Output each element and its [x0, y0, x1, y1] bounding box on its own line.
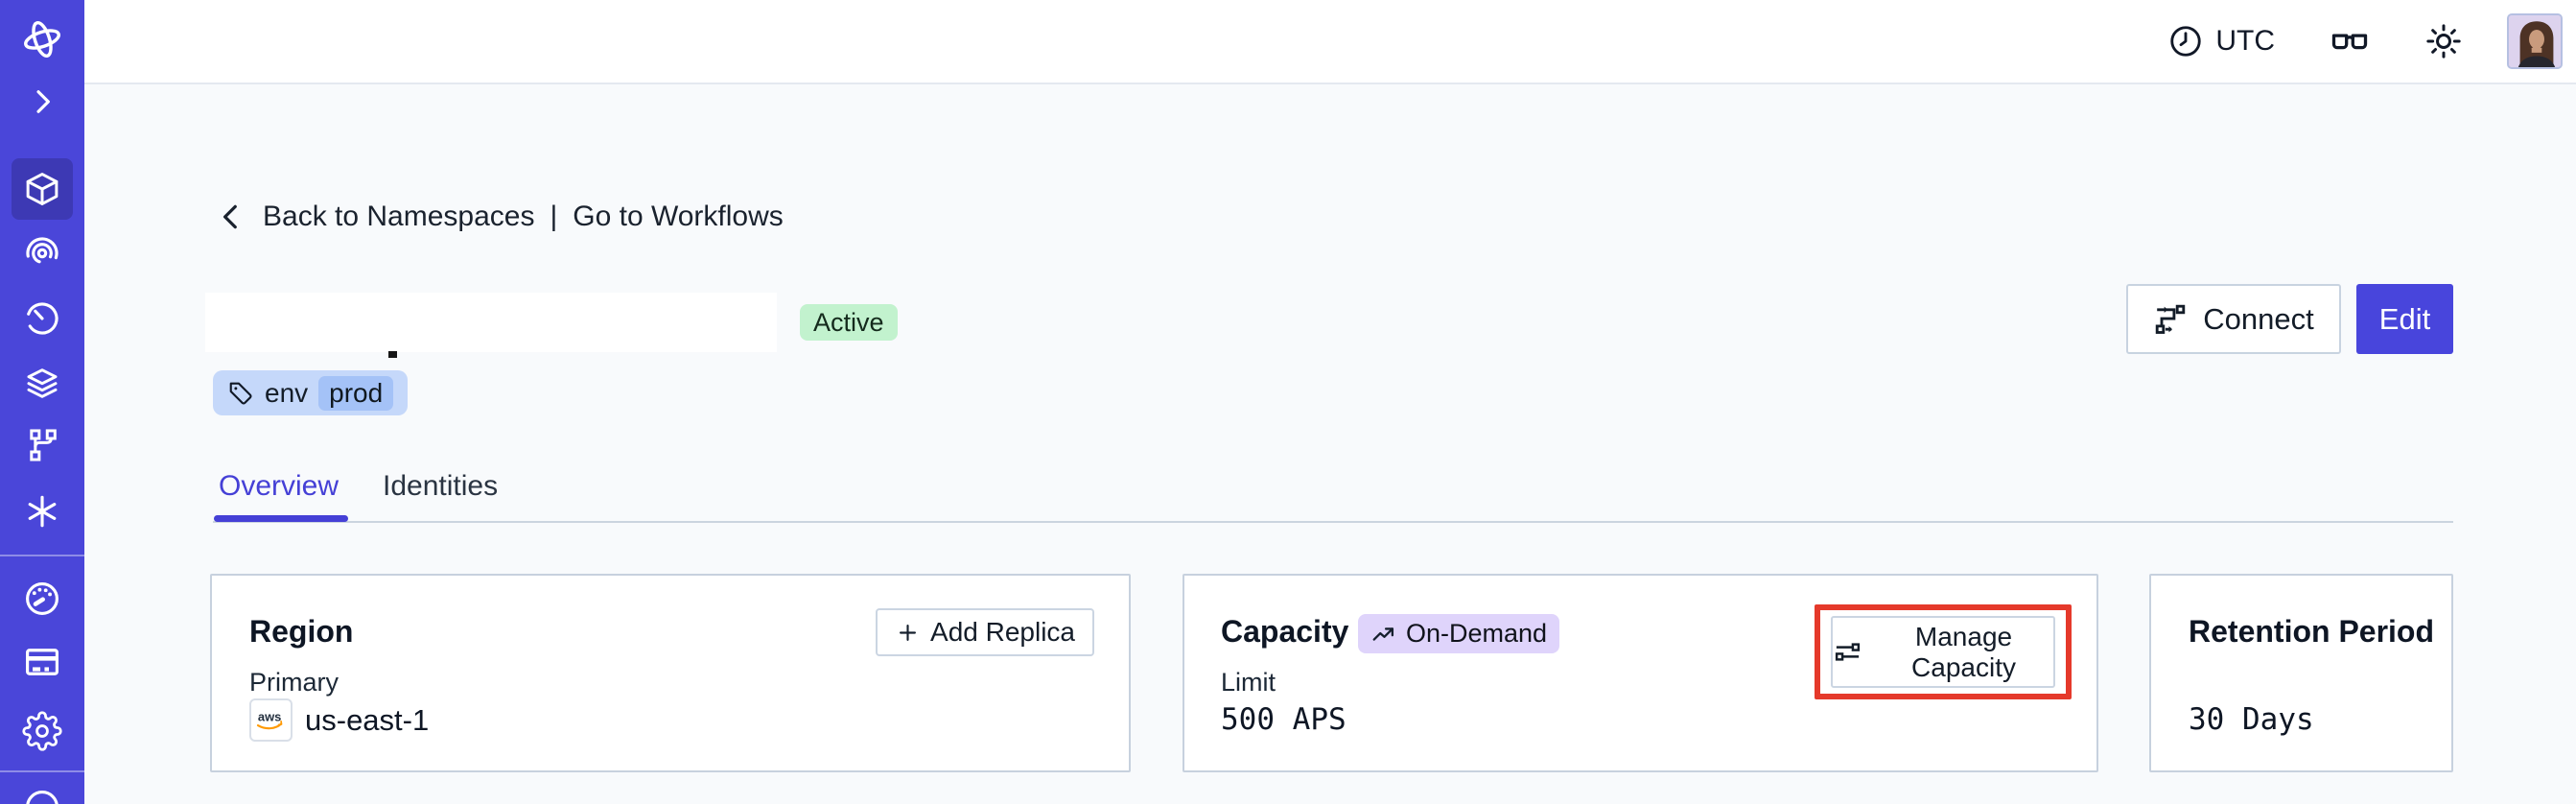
- title-remnant-dot: [388, 351, 397, 358]
- tag-key: env: [265, 377, 309, 408]
- sidebar-item-workflows[interactable]: [0, 233, 84, 273]
- retention-card-title: Retention Period: [2189, 614, 2435, 649]
- temporal-logo-icon: [14, 12, 70, 67]
- plus-icon: [895, 620, 921, 646]
- connect-button[interactable]: Connect: [2126, 284, 2341, 354]
- chevron-right-icon: [24, 83, 60, 120]
- topbar: UTC: [84, 0, 2576, 84]
- annotation-highlight-box: Manage Capacity: [1815, 604, 2072, 699]
- add-replica-label: Add Replica: [930, 617, 1075, 647]
- tag-value: prod: [318, 375, 394, 411]
- schedules-clock-icon: [22, 298, 62, 339]
- trending-up-icon: [1370, 621, 1397, 648]
- brightness-sun-icon[interactable]: [2424, 22, 2463, 60]
- limit-label: Limit: [1221, 668, 1276, 697]
- breadcrumb-workflows-link[interactable]: Go to Workflows: [573, 201, 784, 232]
- sidebar-expand-button[interactable]: [0, 81, 84, 123]
- sidebar-item-home[interactable]: [0, 15, 84, 63]
- ondemand-badge-label: On-Demand: [1406, 619, 1548, 648]
- svg-text:aws: aws: [258, 709, 281, 723]
- add-replica-button[interactable]: Add Replica: [876, 608, 1094, 656]
- sidebar-item-namespaces[interactable]: [0, 169, 84, 209]
- sliders-icon: [1833, 637, 1862, 667]
- capacity-card-title: Capacity: [1221, 614, 1349, 649]
- tag-icon: [227, 380, 254, 407]
- region-card-title: Region: [249, 614, 354, 649]
- clock-icon: [2167, 23, 2204, 59]
- limit-value: 500 APS: [1221, 702, 1347, 737]
- namespace-tag-pill[interactable]: env prod: [213, 370, 409, 415]
- primary-label: Primary: [249, 668, 339, 697]
- sidebar-item-batch-operations[interactable]: [0, 425, 84, 465]
- reader-glasses-icon[interactable]: [2329, 20, 2371, 62]
- connect-flow-icon: [2153, 302, 2188, 337]
- partial-circle-icon: [22, 787, 62, 804]
- aws-provider-icon: aws: [249, 698, 293, 742]
- manage-capacity-label: Manage Capacity: [1911, 621, 2016, 682]
- sidebar-divider: [0, 555, 84, 556]
- sidebar-item-schedules[interactable]: [0, 298, 84, 339]
- timezone-selector[interactable]: UTC: [2167, 23, 2275, 59]
- region-value: us-east-1: [305, 702, 430, 737]
- active-tab-underline: [214, 515, 348, 522]
- branch-workflow-icon: [22, 425, 62, 465]
- sidebar-item-settings[interactable]: [0, 711, 84, 751]
- sidebar-item-bottom[interactable]: [0, 787, 84, 804]
- ondemand-badge: On-Demand: [1358, 614, 1560, 653]
- workflows-spiral-icon: [22, 233, 62, 273]
- user-avatar[interactable]: [2507, 13, 2563, 69]
- tab-bar: Overview Identities: [219, 470, 498, 503]
- connect-button-label: Connect: [2203, 301, 2314, 336]
- main-content: Back to Namespaces | Go to Workflows Act…: [84, 84, 2576, 804]
- breadcrumb-separator: |: [550, 201, 558, 232]
- manage-capacity-button[interactable]: Manage Capacity: [1831, 616, 2055, 688]
- edit-button-label: Edit: [2378, 301, 2431, 336]
- sidebar: [0, 0, 84, 804]
- namespace-title-redacted: [205, 293, 777, 352]
- sidebar-item-deployments[interactable]: [0, 363, 84, 403]
- gauge-icon: [22, 579, 62, 619]
- gear-icon: [22, 711, 62, 751]
- layers-icon: [22, 363, 62, 403]
- retention-value: 30 Days: [2189, 702, 2314, 737]
- tab-bar-border: [213, 521, 2453, 523]
- retention-card: Retention Period 30 Days: [2149, 574, 2453, 772]
- chevron-left-icon[interactable]: [215, 201, 247, 233]
- sidebar-divider: [0, 770, 84, 772]
- status-badge: Active: [800, 304, 898, 341]
- capacity-card: Capacity On-Demand Manage Capacity Limit…: [1183, 574, 2098, 772]
- region-value-row: aws us-east-1: [249, 698, 429, 742]
- tab-identities[interactable]: Identities: [383, 470, 499, 502]
- region-card: Region Add Replica Primary aws us-east-1: [210, 574, 1131, 772]
- edit-button[interactable]: Edit: [2356, 284, 2453, 354]
- sidebar-item-usage[interactable]: [0, 579, 84, 619]
- asterisk-icon: [22, 491, 62, 532]
- sidebar-item-nexus[interactable]: [0, 491, 84, 532]
- tab-overview[interactable]: Overview: [219, 470, 340, 502]
- breadcrumb: Back to Namespaces | Go to Workflows: [215, 196, 784, 238]
- sidebar-item-billing[interactable]: [0, 642, 84, 682]
- namespaces-cube-icon: [22, 169, 62, 209]
- timezone-label: UTC: [2215, 25, 2275, 57]
- breadcrumb-back-link[interactable]: Back to Namespaces: [263, 201, 535, 232]
- credit-card-icon: [22, 642, 62, 682]
